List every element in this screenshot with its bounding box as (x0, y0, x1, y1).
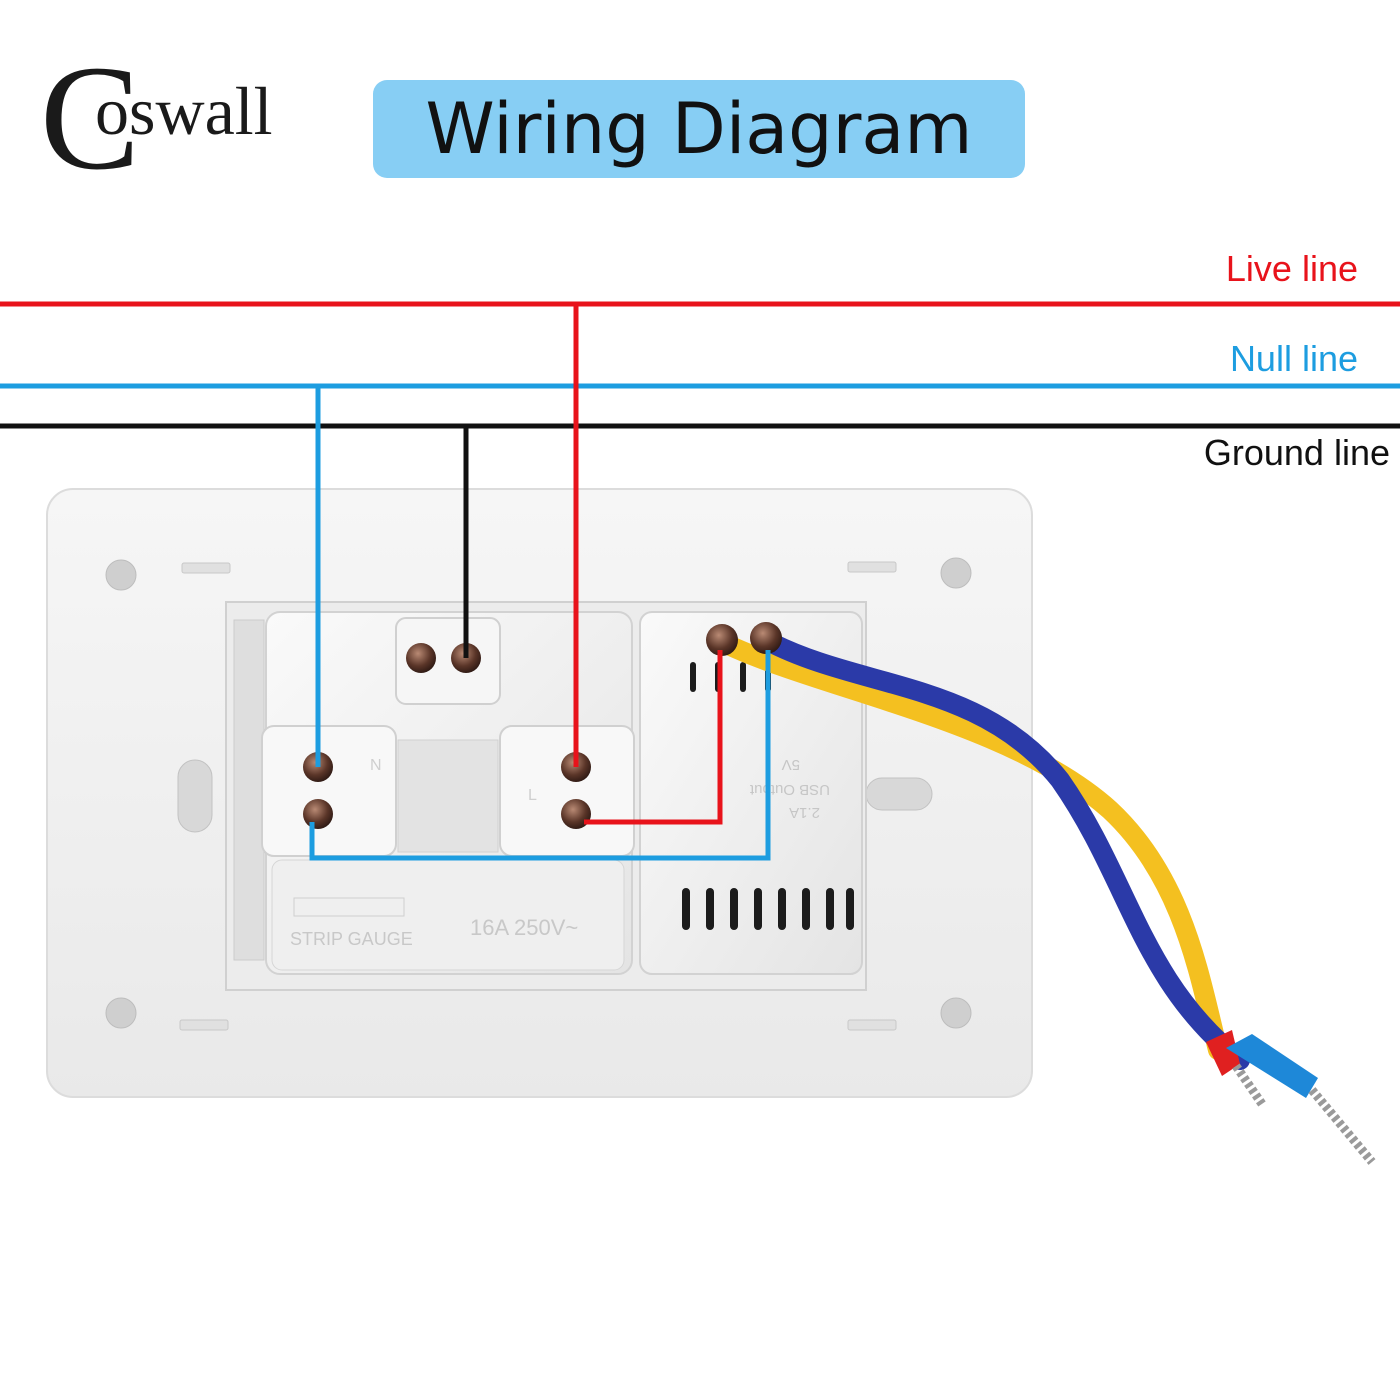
null-line-label: Null line (1229, 338, 1358, 379)
ground-line-label: Ground line (1203, 432, 1390, 473)
terminal-label-n: N (370, 757, 382, 774)
title-badge: Wiring Diagram (373, 80, 1025, 178)
logo-letter-c: C (40, 40, 140, 180)
usb-terminal-screw (706, 624, 738, 656)
page-title: Wiring Diagram (425, 88, 973, 170)
svg-text:2.1A: 2.1A (789, 804, 820, 821)
terminal-block-live (499, 725, 635, 857)
blue-ferrule (1226, 1034, 1318, 1098)
svg-text:USB Output: USB Output (749, 781, 830, 798)
bare-wire-tip (1232, 1063, 1266, 1107)
socket-rating-marking: 16A 250V~ (470, 915, 578, 940)
usb-module-body (639, 611, 863, 975)
live-line-label: Live line (1225, 248, 1358, 289)
usb-vents-bottom (682, 888, 854, 930)
blue-lead (756, 630, 1250, 1070)
logo-wordmark: oswall (95, 73, 273, 149)
plate-slot (181, 562, 231, 574)
svg-text:5V: 5V (782, 756, 800, 773)
usb-terminal-screw (750, 622, 782, 654)
socket-center-opening (397, 739, 499, 853)
terminal-label-l: L (528, 787, 537, 804)
plate-slot (179, 1019, 229, 1031)
live-bridge-wire (584, 650, 723, 825)
terminal-block-neutral (261, 725, 397, 857)
plate-slot (847, 1019, 897, 1031)
bare-wire-tip (1308, 1087, 1376, 1165)
coswall-logo: C oswall (40, 40, 273, 180)
null-bridge-wire (309, 650, 771, 861)
strip-gauge-marking: STRIP GAUGE (290, 929, 413, 949)
plate-slot (847, 561, 897, 573)
plate-oval-slot (177, 759, 213, 833)
mount-hole (940, 557, 972, 589)
yellow-lead (712, 632, 1228, 1060)
strip-gauge-mark (293, 897, 405, 917)
plate-oval-slot (865, 777, 933, 811)
mount-hole (940, 997, 972, 1029)
mount-hole (105, 559, 137, 591)
mount-hole (105, 997, 137, 1029)
red-ferrule (1206, 1030, 1240, 1076)
frame-rail (233, 619, 265, 961)
terminal-block-earth (395, 617, 501, 705)
